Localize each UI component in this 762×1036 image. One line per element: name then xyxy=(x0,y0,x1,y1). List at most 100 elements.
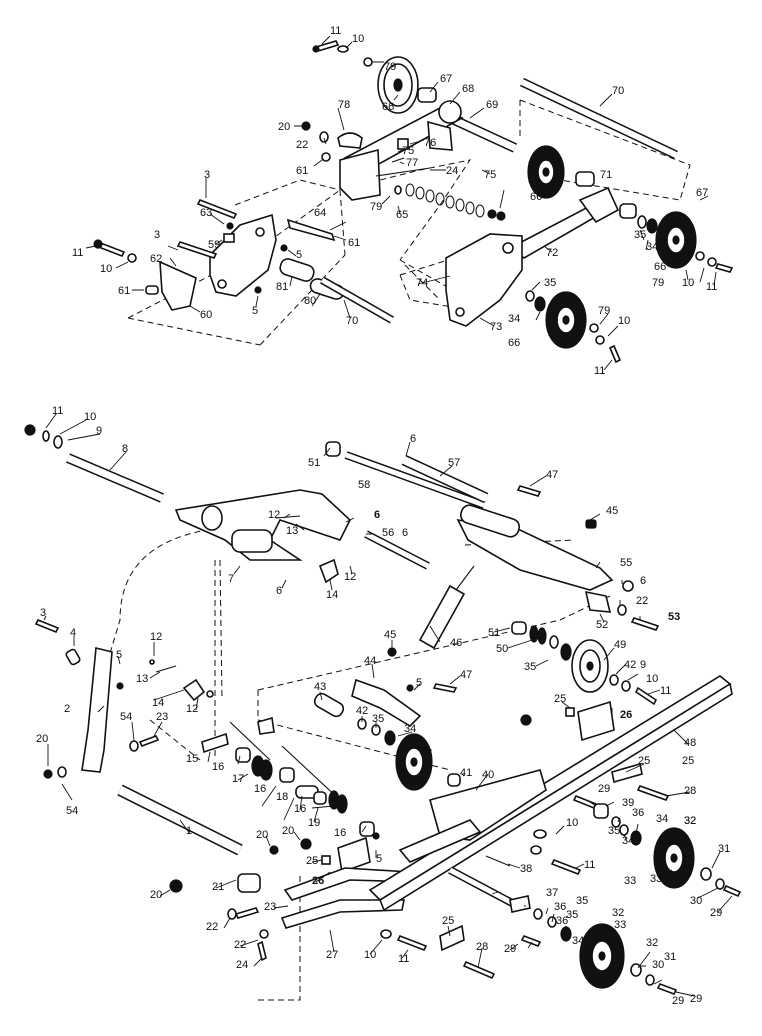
front-arm-frame xyxy=(174,489,351,561)
bearing-34-right xyxy=(646,218,658,234)
callout: 20 xyxy=(278,121,290,133)
callout: 54 xyxy=(120,711,132,723)
part-25-left xyxy=(321,855,331,865)
callout: 33 xyxy=(420,747,432,759)
pin-77 xyxy=(391,157,405,163)
callout: 63 xyxy=(200,207,212,219)
wheel-33-right xyxy=(653,827,695,889)
nut-20-b xyxy=(300,838,312,850)
ring-35-lower xyxy=(525,290,535,302)
washer-10-mid-right-b xyxy=(530,845,542,855)
callout: 61 xyxy=(296,165,308,177)
callout: 1 xyxy=(186,825,192,837)
callout: 77 xyxy=(406,157,418,169)
bolt-29-bottom xyxy=(656,982,678,996)
bushing-16-b xyxy=(279,767,295,783)
bushing-43 xyxy=(313,692,345,718)
arm-2 xyxy=(81,646,113,773)
callout: 29 xyxy=(710,907,722,919)
callout: 75 xyxy=(402,145,414,157)
nut-45-top xyxy=(585,519,597,529)
callout: 6 xyxy=(276,585,282,597)
callout: 33 xyxy=(650,873,662,885)
spring-19 xyxy=(328,790,348,814)
callout: 70 xyxy=(346,315,358,327)
bolt-53 xyxy=(630,617,660,631)
wheel-33-mid xyxy=(395,733,433,791)
callout: 67 xyxy=(696,187,708,199)
washer-10-49 xyxy=(621,680,631,692)
upper-assembly xyxy=(93,40,734,364)
bolt-3-lower xyxy=(176,241,218,259)
callout: 47 xyxy=(546,469,558,481)
callout: 66 xyxy=(508,337,520,349)
callout: 73 xyxy=(490,321,502,333)
side-plate-73 xyxy=(445,233,523,327)
bearing-34-lower xyxy=(534,296,546,312)
pin-4 xyxy=(65,648,81,666)
callout: 14 xyxy=(326,589,338,601)
tube-55 xyxy=(459,504,521,538)
callout: 29 xyxy=(598,783,610,795)
washer-31-r xyxy=(700,867,712,881)
callout: 69 xyxy=(486,99,498,111)
callout: 12 xyxy=(344,571,356,583)
nut-45-mid xyxy=(387,647,397,657)
callout: 32 xyxy=(612,907,624,919)
wheel-66-top xyxy=(377,56,419,114)
ring-35-r xyxy=(619,824,629,836)
callout: 79 xyxy=(370,201,382,213)
callout: 50 xyxy=(496,643,508,655)
slide-rail-48b xyxy=(379,682,733,912)
callout: 40 xyxy=(482,769,494,781)
callout: 61 xyxy=(118,285,130,297)
part-37 xyxy=(509,895,531,913)
callout: 34 xyxy=(622,835,634,847)
pin-38 xyxy=(485,855,511,867)
bolt-11-bottom xyxy=(396,934,428,952)
wheel-66-lower xyxy=(545,291,587,349)
callout: 48 xyxy=(684,737,696,749)
washer-10-right xyxy=(707,257,717,267)
part-5-mid xyxy=(406,684,414,692)
callout: 24 xyxy=(236,959,248,971)
callout: 52 xyxy=(596,619,608,631)
callout: 6 xyxy=(402,527,408,539)
callout: 47 xyxy=(460,669,472,681)
bracket-15 xyxy=(201,732,229,754)
callout: 11 xyxy=(398,953,409,965)
callout: 31 xyxy=(664,951,676,963)
upper-bracket-right xyxy=(427,120,453,151)
callout: 66 xyxy=(382,101,394,113)
callout: 9 xyxy=(96,425,102,437)
callout: 23 xyxy=(156,711,168,723)
block-14-mid xyxy=(257,716,275,735)
callout: 11 xyxy=(660,685,671,697)
callout: 35 xyxy=(372,713,384,725)
washer-10-top xyxy=(337,45,349,53)
callout: 12 xyxy=(268,509,280,521)
bushing-16-c xyxy=(313,791,327,805)
nut-20-upper xyxy=(301,121,311,131)
callout: 10 xyxy=(618,315,630,327)
callout: 41 xyxy=(460,767,472,779)
callout: 22 xyxy=(206,921,218,933)
callout: 36 xyxy=(554,901,566,913)
callout: 66 xyxy=(654,261,666,273)
bolt-29-b xyxy=(520,934,542,948)
callout: 25 xyxy=(554,693,566,705)
callout: 17 xyxy=(232,773,244,785)
lower-dash-outline xyxy=(101,527,611,1001)
leader-lines xyxy=(43,35,733,997)
callout: 10 xyxy=(566,817,578,829)
callout: 29 xyxy=(504,943,516,955)
washer-79-right xyxy=(695,251,705,261)
callout: 72 xyxy=(546,247,558,259)
ring-35-49 xyxy=(549,635,559,649)
part-25-bottom xyxy=(439,924,465,952)
wheel-66-mid xyxy=(527,145,565,199)
washer-79-top xyxy=(363,57,373,67)
upper-bracket-left xyxy=(339,148,381,201)
callout: 22 xyxy=(296,139,308,151)
